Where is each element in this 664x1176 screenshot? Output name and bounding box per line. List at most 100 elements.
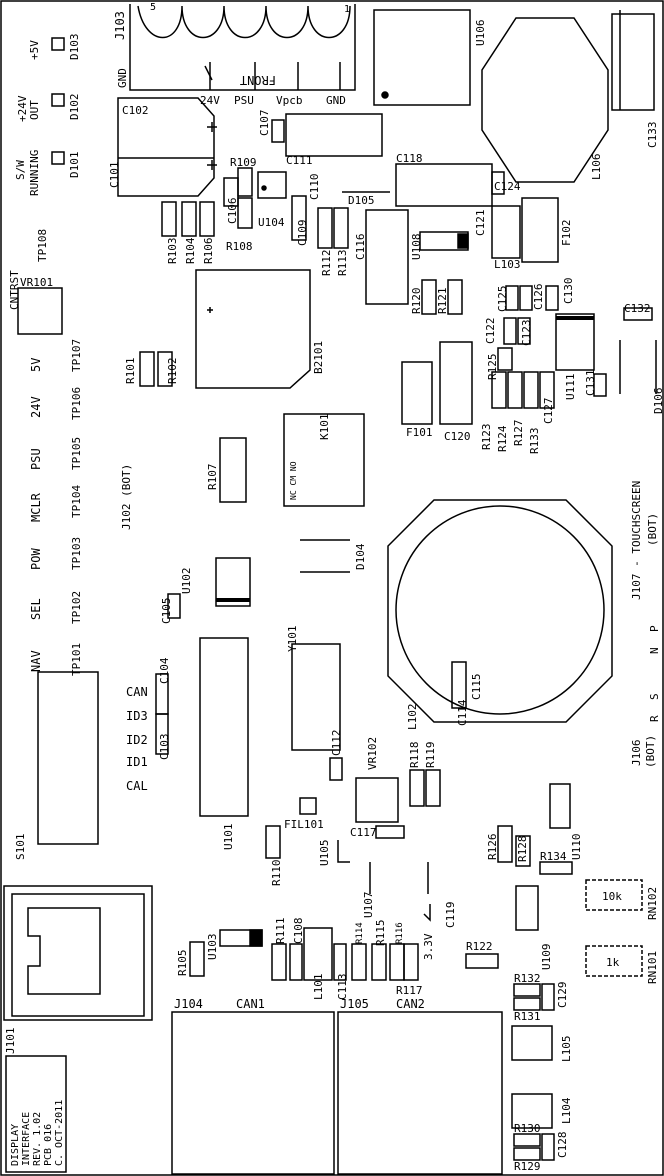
label-j104: J104: [174, 997, 203, 1011]
c118-body: [395, 163, 493, 207]
label-j103: J103: [113, 11, 127, 40]
label-c126: C126: [532, 284, 545, 311]
label-c104: C104: [158, 657, 171, 684]
label-r117: R117: [396, 984, 423, 997]
label-r132: R132: [514, 972, 541, 985]
label-r121: R121: [436, 288, 449, 315]
label-d102: D102: [68, 94, 81, 121]
label-d103: D103: [68, 34, 81, 61]
label-r106: R106: [202, 238, 215, 265]
label-u106: U106: [474, 20, 487, 47]
label-rn102-val: 10k: [602, 890, 622, 903]
label-j107: J107 - TOUCHSCREEN: [630, 481, 643, 600]
label-r113: R113: [336, 250, 349, 277]
vr101-trimmer: [17, 287, 63, 335]
label-tp-5v: 5V: [29, 358, 43, 372]
label-c121: C121: [474, 210, 487, 237]
label-d101: D101: [68, 152, 81, 179]
j105-connector: [337, 1011, 503, 1175]
label-k101: K101: [318, 414, 331, 441]
b2101-buzzer: [195, 269, 311, 389]
label-j103-pin5: 5: [150, 2, 156, 13]
label-rn101: RN101: [646, 951, 659, 984]
label-tp102: TP102: [70, 591, 83, 624]
label-c113: C113: [336, 974, 349, 1001]
label-id2: ID2: [126, 733, 148, 747]
label-b2101: B2101: [312, 341, 325, 374]
label-r101: R101: [124, 358, 137, 385]
label-id1: ID1: [126, 755, 148, 769]
label-d105: D105: [348, 194, 375, 207]
label-running: RUNNING: [28, 150, 41, 196]
label-c101: C101: [108, 162, 121, 189]
label-l105: L105: [560, 1036, 573, 1063]
j103-pins: [137, 5, 351, 39]
label-r133: R133: [528, 428, 541, 455]
title-block-line: DISPLAY: [10, 1124, 21, 1166]
label-r104: R104: [184, 237, 197, 264]
label-r108: R108: [226, 240, 253, 253]
c116-body: [365, 209, 409, 305]
label-r123: R123: [480, 424, 493, 451]
label-l103: L103: [494, 258, 521, 271]
k101-relay: [283, 413, 365, 507]
label-l106: L106: [590, 154, 603, 181]
label-pin-r: R: [648, 715, 661, 722]
label-r112: R112: [320, 250, 333, 277]
label-c119: C119: [444, 902, 457, 929]
label-r122: R122: [466, 940, 493, 953]
label-u111: U111: [564, 374, 577, 401]
label-u109: U109: [540, 944, 553, 971]
label-tp101: TP101: [70, 643, 83, 676]
label-c106: C106: [226, 198, 239, 225]
label-rn102: RN102: [646, 887, 659, 920]
label-r118: R118: [408, 742, 421, 769]
label-u110: U110: [570, 834, 583, 861]
label-u107: U107: [362, 892, 375, 919]
label-c123: C123: [520, 320, 533, 347]
title-block-line: REV. 1.02: [32, 1112, 43, 1166]
label-j102: J102 (BOT): [120, 464, 133, 530]
label-rn101-val: 1k: [606, 956, 620, 969]
label-c124: C124: [494, 180, 521, 193]
label-tp108: TP108: [36, 229, 49, 262]
label-r127: R127: [512, 420, 525, 447]
label-c130: C130: [562, 278, 575, 305]
label-c132: C132: [624, 302, 651, 315]
label-r126: R126: [486, 834, 499, 861]
label-r125: R125: [486, 354, 499, 381]
label-u103: U103: [206, 934, 219, 961]
label-u104: U104: [258, 216, 285, 229]
label-r114: R114: [355, 922, 365, 944]
label-c110: C110: [308, 174, 321, 201]
label-c122: C122: [484, 318, 497, 345]
l102-inductor: [387, 499, 613, 723]
label-pin-gnd: GND: [326, 94, 346, 107]
label-r111: R111: [274, 918, 287, 945]
label-r107: R107: [206, 464, 219, 491]
u110-body: [549, 783, 571, 829]
label-tp103: TP103: [70, 537, 83, 570]
label-can: CAN: [126, 685, 148, 699]
label-pin-24v: 24V: [200, 94, 220, 107]
label-c105: C105: [160, 598, 173, 625]
label-c125: C125: [496, 286, 509, 313]
label-r103: R103: [166, 238, 179, 265]
label-c109: C109: [296, 220, 309, 247]
label-tp-mclr: MCLR: [29, 492, 43, 522]
title-block-line: INTERFACE: [21, 1112, 32, 1166]
label-r119: R119: [424, 742, 437, 769]
s101-switch: [37, 671, 99, 845]
f101-body: [401, 361, 433, 425]
r107-body: [219, 437, 247, 503]
label-r110: R110: [270, 860, 283, 887]
label-tp105: TP105: [70, 437, 83, 470]
label-c115: C115: [470, 674, 483, 701]
label-c108: C108: [292, 918, 305, 945]
label-pin-n: N: [648, 647, 661, 654]
label-r124: R124: [496, 425, 509, 452]
label-l104: L104: [560, 1097, 573, 1124]
label-u102: U102: [180, 568, 193, 595]
label-gnd-left: GND: [116, 68, 129, 88]
